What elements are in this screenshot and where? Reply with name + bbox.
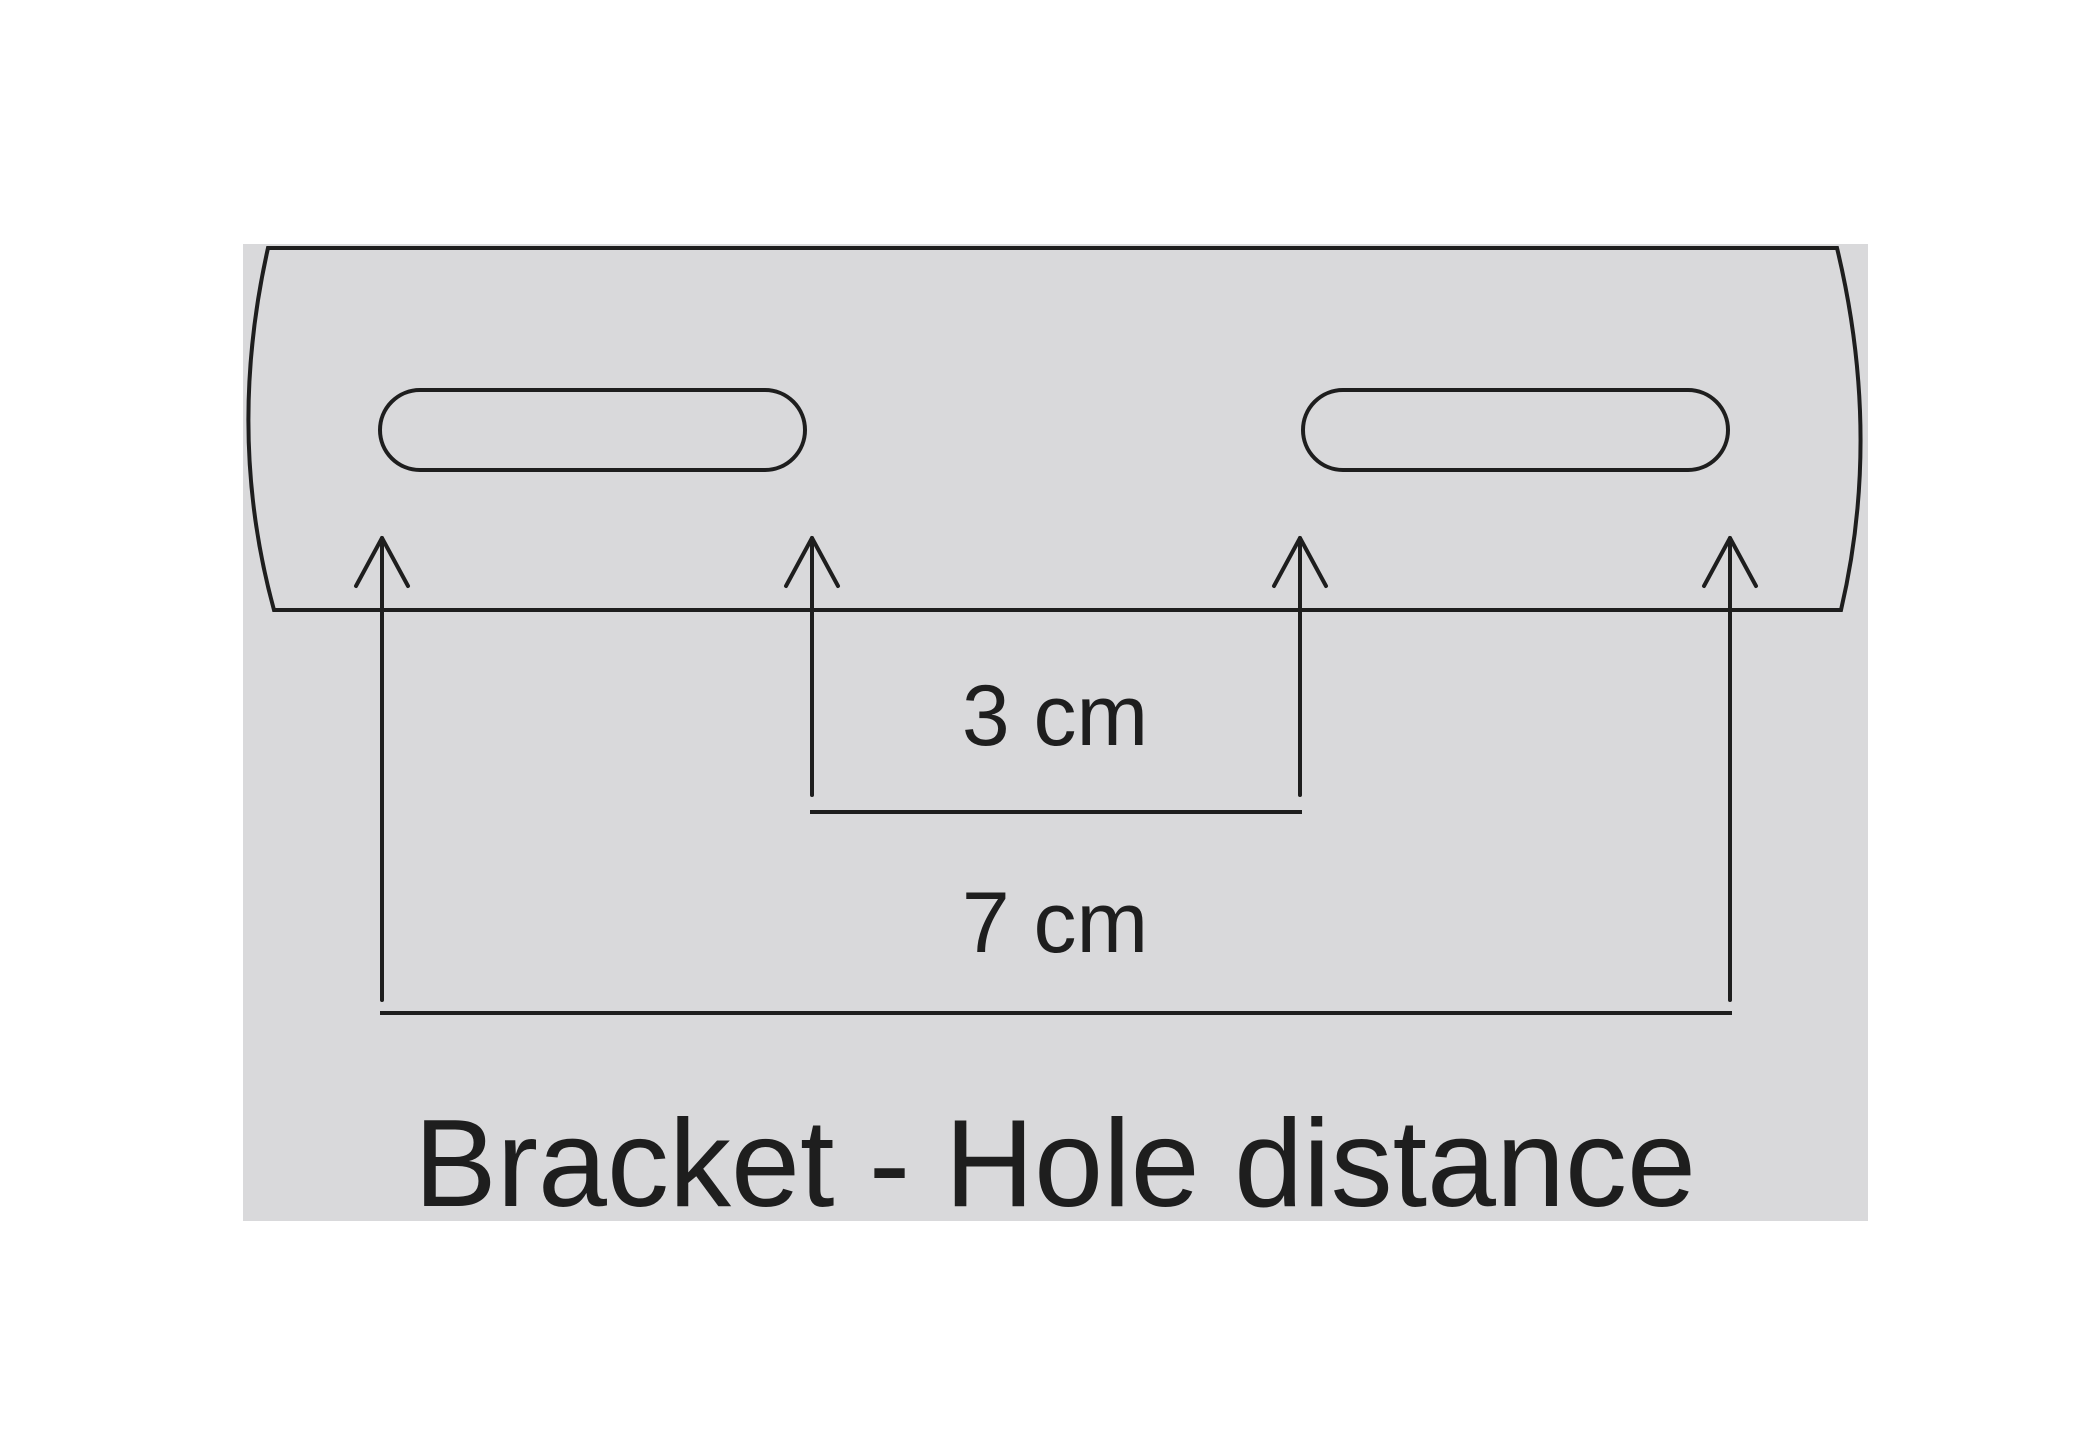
inner-left-arrow [784, 536, 840, 797]
inner-right-arrow [1272, 536, 1328, 797]
right-slot-hole [1301, 388, 1730, 472]
outer-right-arrow [1702, 536, 1758, 1002]
diagram-caption: Bracket - Hole distance [414, 1095, 1696, 1233]
left-slot-hole [378, 388, 807, 472]
outer-distance-label: 7 cm [962, 875, 1148, 971]
outer-left-arrow [354, 536, 410, 1002]
inner-distance-label: 3 cm [962, 668, 1148, 764]
bracket-plate [246, 246, 1863, 612]
